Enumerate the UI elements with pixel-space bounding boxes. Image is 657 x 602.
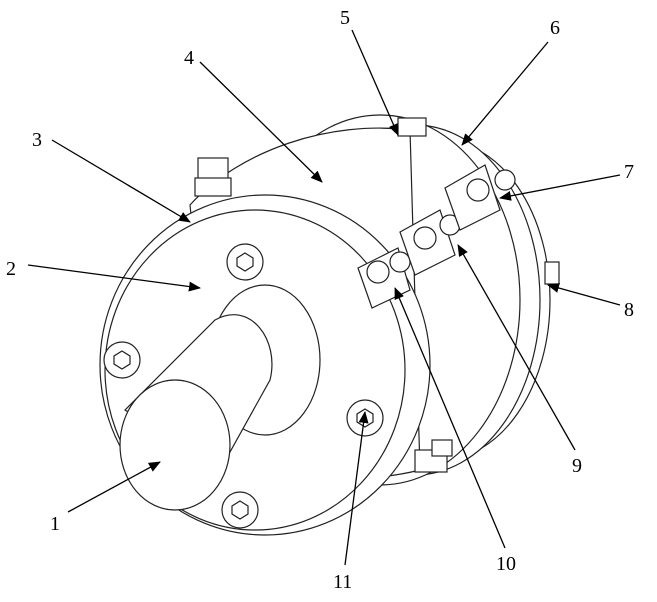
label-7: 7 [624, 161, 634, 183]
label-11: 11 [333, 571, 352, 593]
shaft-end-face [120, 380, 230, 510]
label-6: 6 [550, 17, 560, 39]
label-10: 10 [496, 553, 516, 575]
label-8: 8 [624, 299, 634, 321]
device-body [100, 115, 559, 535]
label-1: 1 [50, 513, 60, 535]
label-2: 2 [6, 258, 16, 280]
arrow-8 [548, 285, 620, 305]
arrow-6 [462, 42, 548, 145]
label-4: 4 [184, 47, 194, 69]
label-5: 5 [340, 7, 350, 29]
label-3: 3 [32, 129, 42, 151]
arrow-3 [52, 140, 190, 222]
label-9: 9 [572, 455, 582, 477]
